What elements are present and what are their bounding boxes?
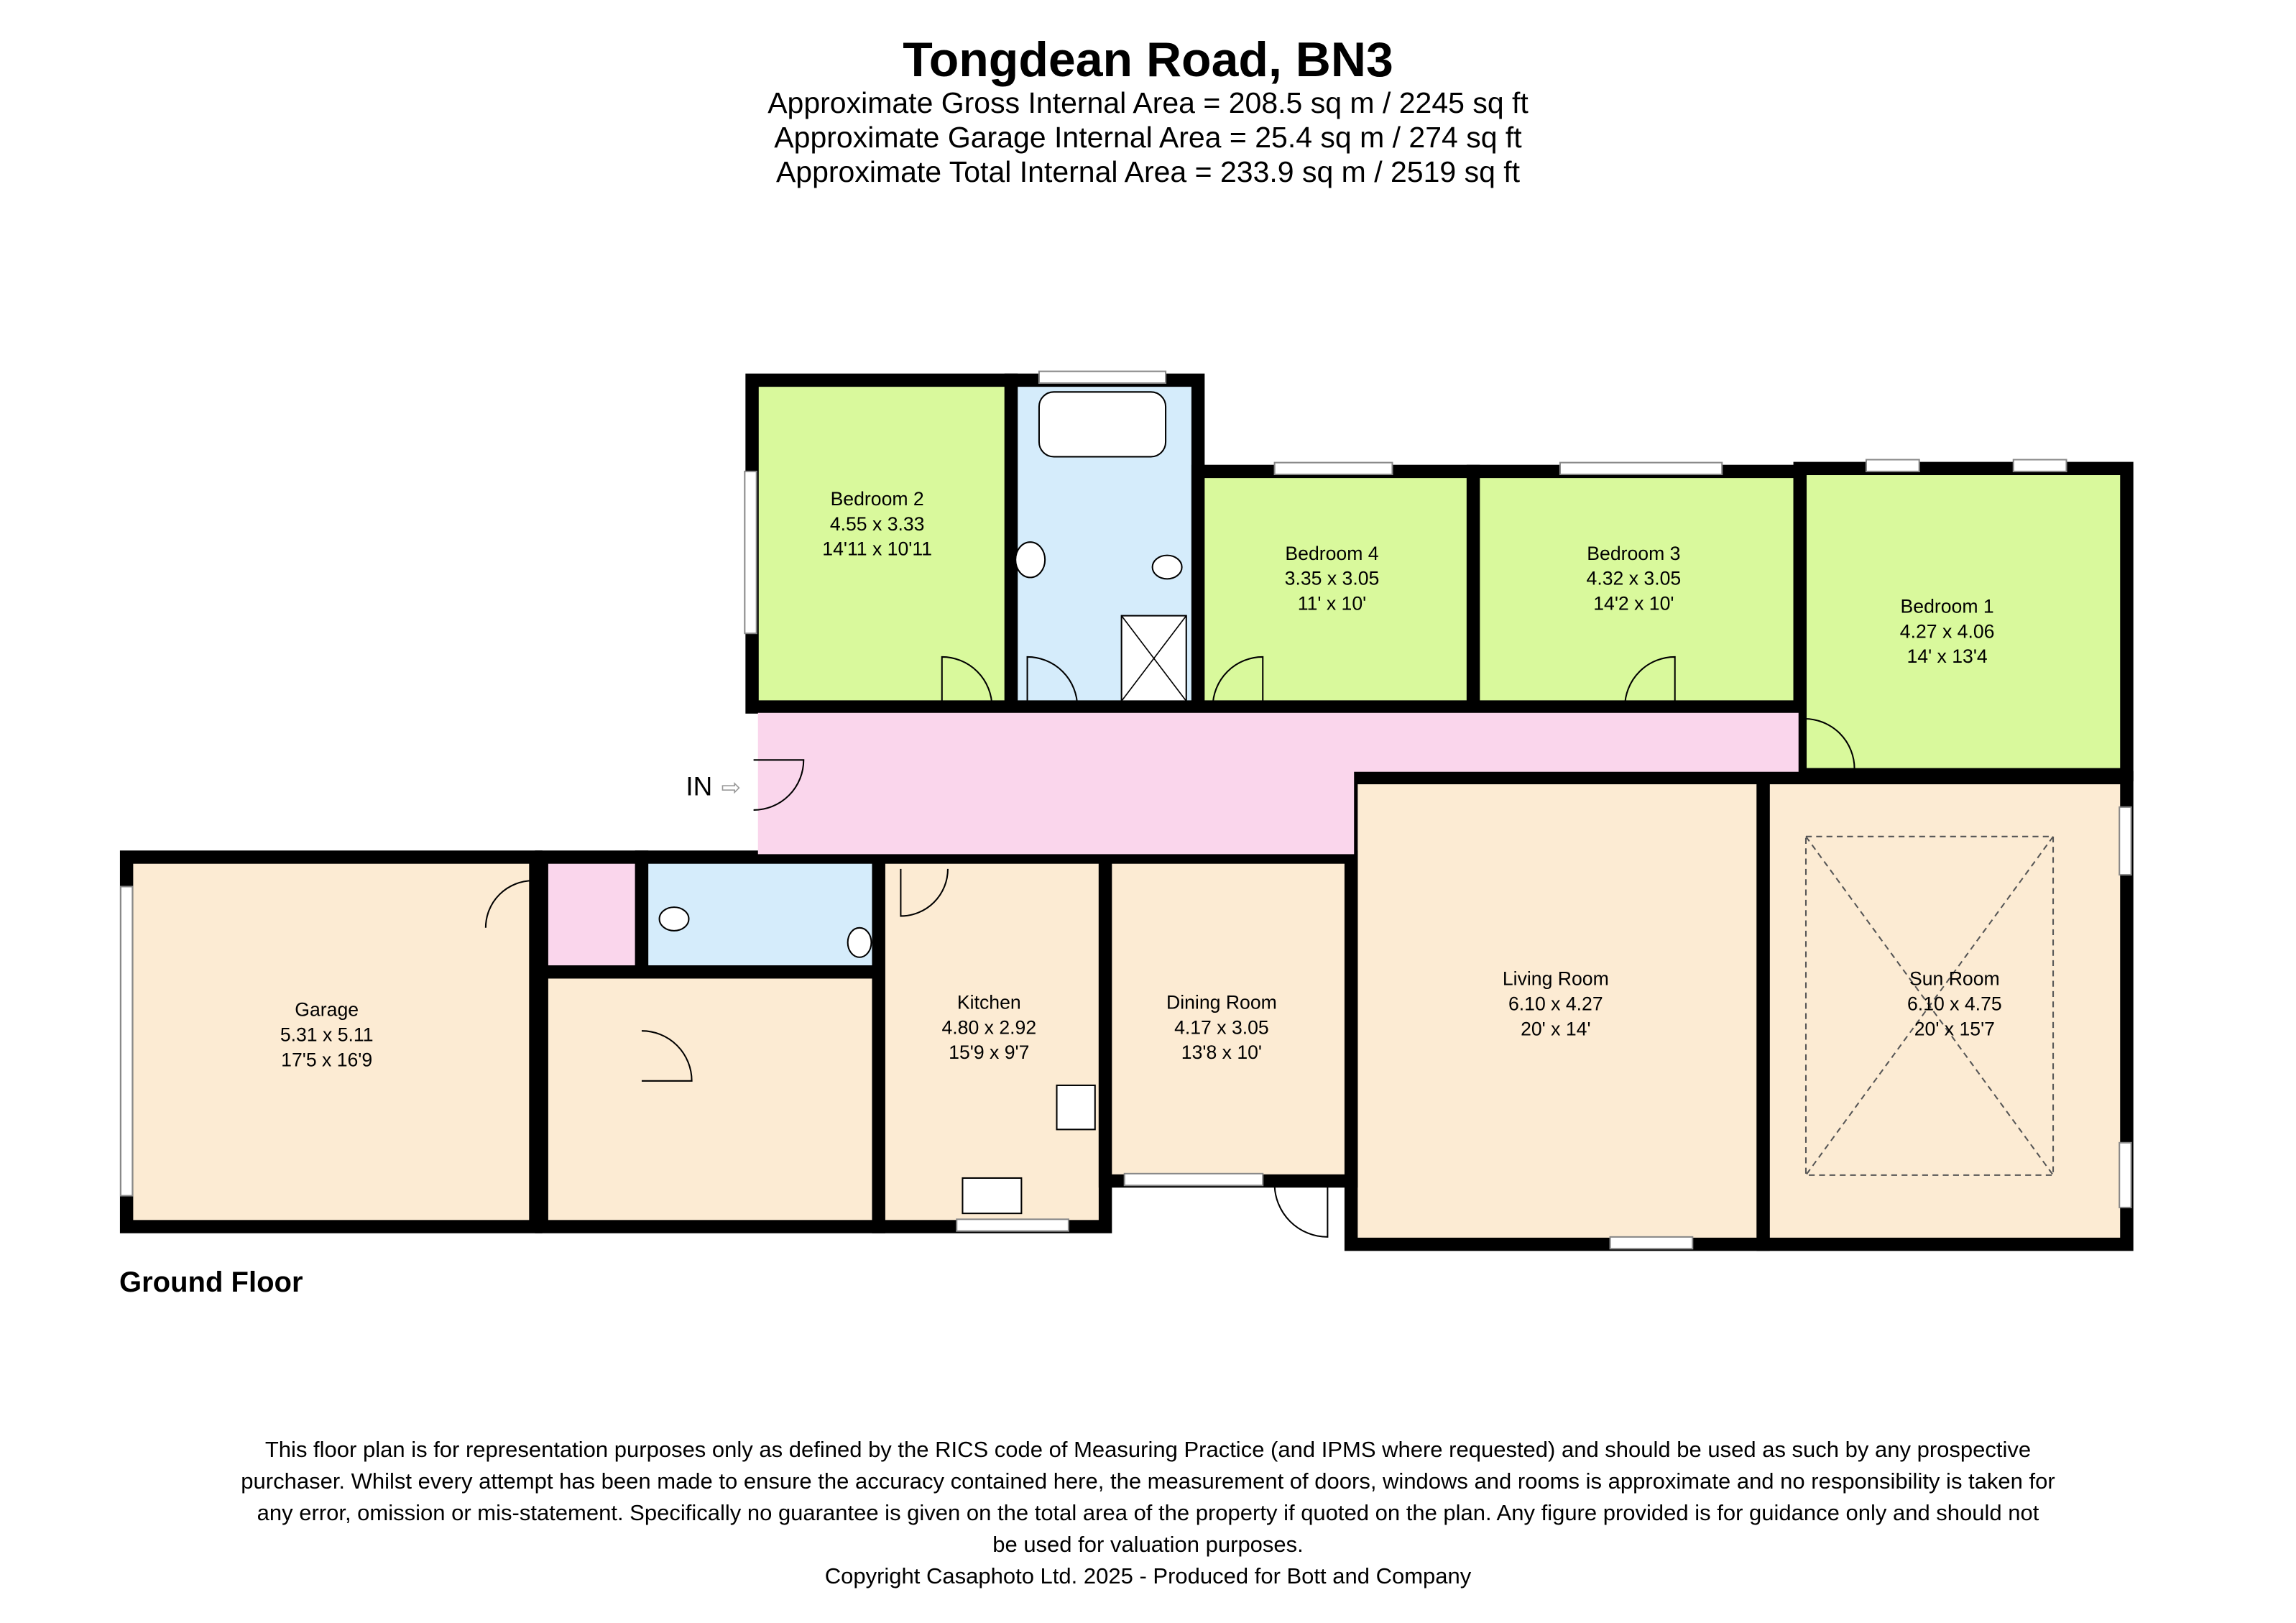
label-bedroom-1: Bedroom 1 4.27 x 4.06 14' x 13'4 [1900,596,1995,668]
svg-text:4.80 x 2.92: 4.80 x 2.92 [941,1016,1036,1038]
page-title: Tongdean Road, BN3 [903,32,1393,87]
disclaimer: This floor plan is for representation pu… [144,1434,2152,1592]
svg-text:4.32 x 3.05: 4.32 x 3.05 [1587,568,1682,589]
svg-text:20' x 14': 20' x 14' [1521,1018,1590,1039]
room-kitchen [872,850,1112,1233]
svg-text:20' x 15'7: 20' x 15'7 [1914,1018,1995,1039]
svg-text:6.10 x 4.27: 6.10 x 4.27 [1508,993,1603,1014]
label-bedroom-4: Bedroom 4 3.35 x 3.05 11' x 10' [1285,543,1380,615]
label-garage: Garage 5.31 x 5.11 17'5 x 16'9 [280,999,374,1071]
svg-text:Bedroom 4: Bedroom 4 [1285,543,1378,564]
svg-text:4.27 x 4.06: 4.27 x 4.06 [1900,620,1995,642]
svg-text:Kitchen: Kitchen [957,991,1021,1013]
entrance-arrow-icon: ⇨ [721,773,741,800]
floor-label: Ground Floor [119,1266,303,1298]
label-sun-room: Sun Room 6.10 x 4.75 20' x 15'7 [1907,968,2002,1040]
disclaimer-line: any error, omission or mis-statement. Sp… [257,1500,2039,1525]
svg-text:Bedroom 2: Bedroom 2 [831,488,924,510]
label-kitchen: Kitchen 4.80 x 2.92 15'9 x 9'7 [941,991,1036,1063]
svg-text:3.35 x 3.05: 3.35 x 3.05 [1285,568,1380,589]
entrance-label: IN [686,771,712,801]
svg-text:Dining Room: Dining Room [1166,991,1277,1013]
room-bedroom-3 [1466,464,1807,714]
svg-text:11' x 10': 11' x 10' [1298,592,1366,614]
svg-text:6.10 x 4.75: 6.10 x 4.75 [1907,993,2002,1014]
svg-text:Bedroom 1: Bedroom 1 [1901,596,1994,617]
svg-text:14'2 x 10': 14'2 x 10' [1593,592,1674,614]
label-living-room: Living Room 6.10 x 4.27 20' x 14' [1503,968,1609,1040]
room-garage [119,850,543,1233]
svg-text:Garage: Garage [295,999,359,1021]
svg-text:Bedroom 3: Bedroom 3 [1587,543,1680,564]
disclaimer-line: This floor plan is for representation pu… [264,1437,2032,1462]
disclaimer-line: be used for valuation purposes. [992,1532,1304,1557]
svg-text:4.17 x 3.05: 4.17 x 3.05 [1174,1016,1269,1038]
room-dining [1098,850,1358,1188]
disclaimer-line: purchaser. Whilst every attempt has been… [241,1468,2055,1494]
svg-text:17'5 x 16'9: 17'5 x 16'9 [281,1049,372,1070]
room-sun [1756,771,2134,1251]
svg-text:4.55 x 3.33: 4.55 x 3.33 [830,513,925,535]
label-bedroom-3: Bedroom 3 4.32 x 3.05 14'2 x 10' [1587,543,1682,615]
room-living [1344,771,1770,1251]
svg-text:13'8 x 10': 13'8 x 10' [1181,1042,1262,1063]
svg-text:Living Room: Living Room [1503,968,1609,990]
total-area: Approximate Total Internal Area = 233.9 … [775,155,1521,188]
room-bedroom-2 [745,373,1018,714]
svg-text:14'11 x 10'11: 14'11 x 10'11 [822,538,932,560]
label-dining-room: Dining Room 4.17 x 3.05 13'8 x 10' [1166,991,1277,1063]
label-bedroom-2: Bedroom 2 4.55 x 3.33 14'11 x 10'11 [822,488,932,560]
svg-text:15'9 x 9'7: 15'9 x 9'7 [949,1042,1029,1063]
gross-area: Approximate Gross Internal Area = 208.5 … [767,86,1529,119]
room-bedroom-4 [1191,464,1480,714]
garage-area: Approximate Garage Internal Area = 25.4 … [774,121,1522,154]
svg-text:14' x 13'4: 14' x 13'4 [1907,645,1987,667]
svg-text:Sun Room: Sun Room [1909,968,2000,990]
roof-lantern [1804,835,2055,1176]
copyright: Copyright Casaphoto Ltd. 2025 - Produced… [824,1563,1472,1588]
room-utility [535,965,885,1233]
svg-text:5.31 x 5.11: 5.31 x 5.11 [280,1024,374,1046]
room-hallway [757,712,1799,855]
